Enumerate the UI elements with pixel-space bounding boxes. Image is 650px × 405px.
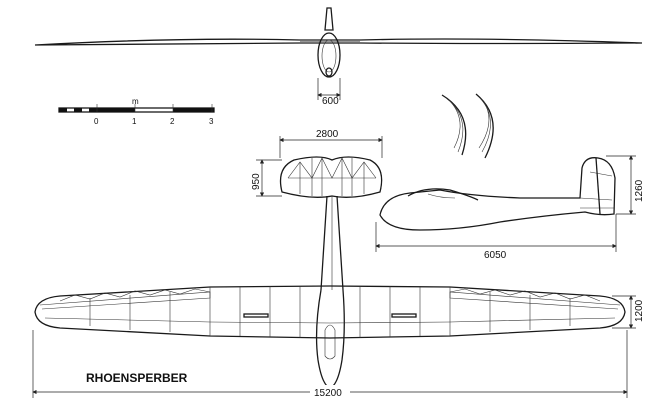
aircraft-name: RHOENSPERBER	[86, 371, 188, 385]
scale-tick-3: 3	[209, 117, 214, 126]
fuselage-length-label: 6050	[484, 250, 507, 261]
wing-chord-label: 1200	[634, 299, 645, 322]
scale-tick-1: 1	[132, 117, 137, 126]
fuselage-plan-view	[315, 195, 345, 389]
wing-plan-view: 1200 15200	[32, 285, 645, 399]
tailplane-view: 2800 950	[251, 129, 383, 198]
section-sketch	[441, 93, 494, 159]
scale-bar: m 0 1 2 3	[58, 97, 215, 126]
tail-span-label: 2800	[316, 129, 339, 140]
scale-unit: m	[132, 97, 139, 106]
tail-height-label: 1260	[634, 179, 645, 202]
scale-tick-2: 2	[170, 117, 175, 126]
wingspan-label: 15200	[314, 388, 342, 399]
side-view: 6050 1260	[375, 155, 645, 261]
tail-chord-label: 950	[251, 173, 262, 190]
fuselage-width-label: 600	[322, 96, 339, 107]
scale-tick-0: 0	[94, 117, 99, 126]
front-view: 600	[34, 7, 643, 107]
